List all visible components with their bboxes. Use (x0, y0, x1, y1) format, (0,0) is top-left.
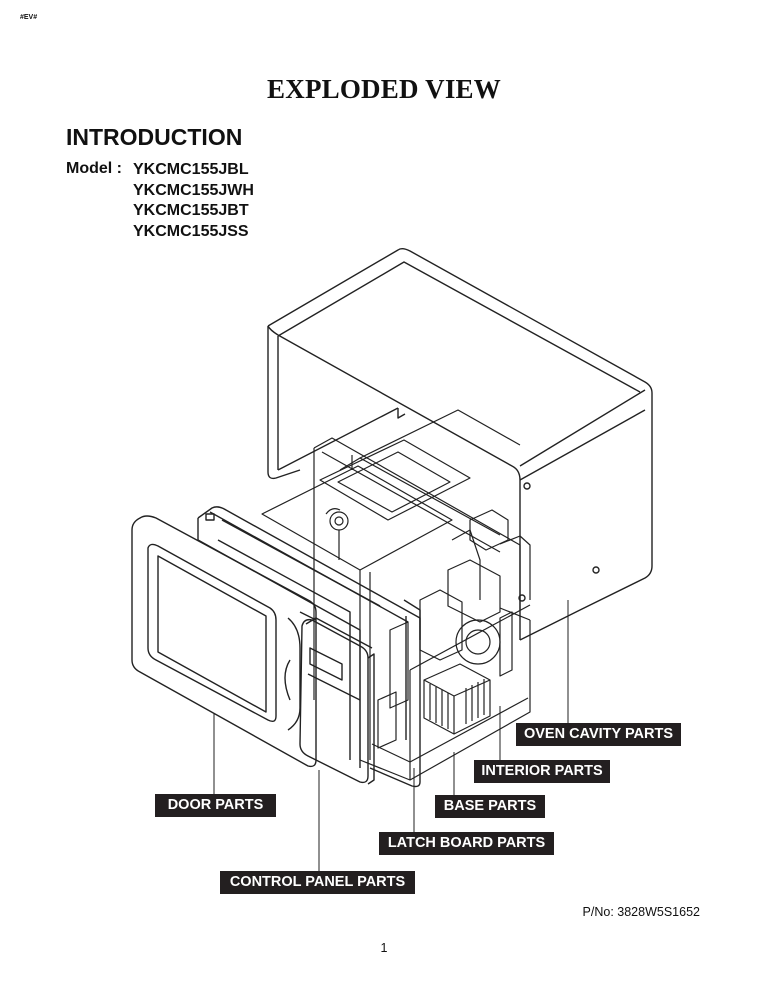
callout-control-panel-parts: CONTROL PANEL PARTS (220, 871, 415, 894)
callout-oven-cavity-parts: OVEN CAVITY PARTS (516, 723, 681, 746)
page-number: 1 (380, 941, 388, 955)
document-tag: #EV# (20, 14, 38, 21)
model-item: YKCMC155JWH (133, 181, 254, 199)
section-heading: INTRODUCTION (66, 124, 243, 150)
callout-door-parts: DOOR PARTS (155, 794, 276, 817)
door (131, 515, 317, 768)
model-item: YKCMC155JSS (133, 222, 249, 240)
part-number: P/No: 3828W5S1652 (582, 905, 700, 919)
page-title: EXPLODED VIEW (267, 74, 501, 104)
model-item: YKCMC155JBT (133, 202, 249, 219)
model-list: YKCMC155JBL YKCMC155JWH YKCMC155JBT YKCM… (133, 160, 254, 242)
outer-cabinet (267, 248, 653, 641)
leader-lines (213, 600, 569, 872)
callout-latch-board-parts: LATCH BOARD PARTS (379, 832, 554, 855)
callout-base-parts: BASE PARTS (435, 795, 545, 818)
front-plate (197, 506, 421, 788)
inner-chassis (261, 409, 531, 781)
model-label: Model : (66, 160, 122, 177)
callout-interior-parts: INTERIOR PARTS (474, 760, 610, 783)
model-item: YKCMC155JBL (133, 161, 249, 178)
control-panel (299, 617, 375, 785)
